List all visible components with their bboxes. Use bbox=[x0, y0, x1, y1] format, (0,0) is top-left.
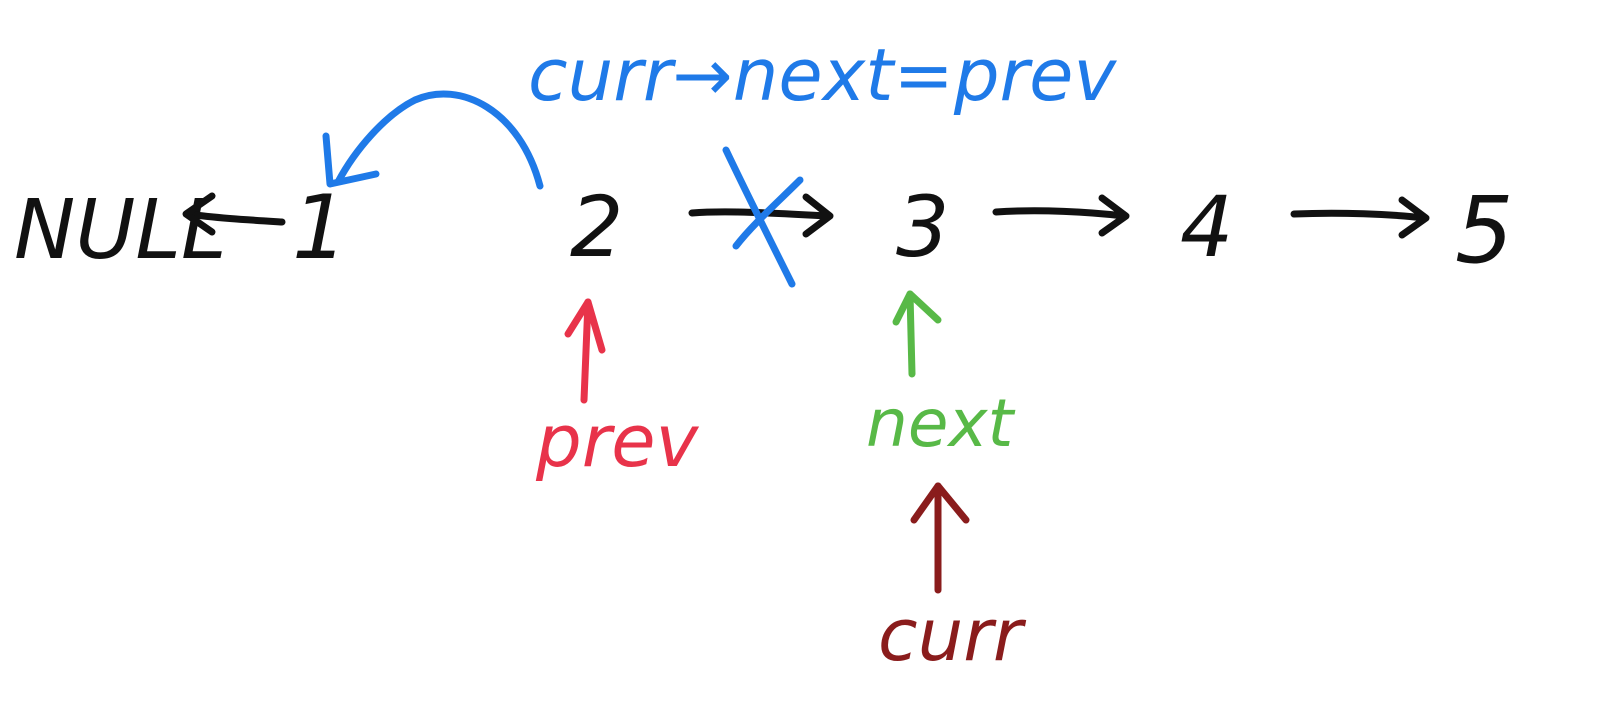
prev-label: prev bbox=[535, 399, 700, 483]
arrow-3-to-4 bbox=[992, 194, 1130, 237]
node-3: 3 bbox=[896, 178, 949, 276]
broken-link-cross bbox=[722, 146, 804, 288]
node-null: NULL bbox=[14, 183, 227, 278]
node-4: 4 bbox=[1180, 178, 1233, 276]
curved-arrow-2-to-1 bbox=[322, 90, 544, 190]
node-2: 2 bbox=[570, 178, 623, 276]
node-1: 1 bbox=[292, 176, 348, 279]
curr-label: curr bbox=[878, 593, 1027, 677]
prev-pointer-arrow bbox=[564, 298, 606, 404]
next-pointer-arrow bbox=[892, 290, 942, 378]
curr-pointer-arrow bbox=[910, 482, 970, 594]
next-label: next bbox=[866, 385, 1015, 462]
arrow-1-to-null bbox=[182, 192, 286, 236]
node-5: 5 bbox=[1455, 177, 1514, 284]
arrow-4-to-5 bbox=[1290, 196, 1430, 239]
operation-label: curr→next=prev bbox=[528, 33, 1117, 117]
